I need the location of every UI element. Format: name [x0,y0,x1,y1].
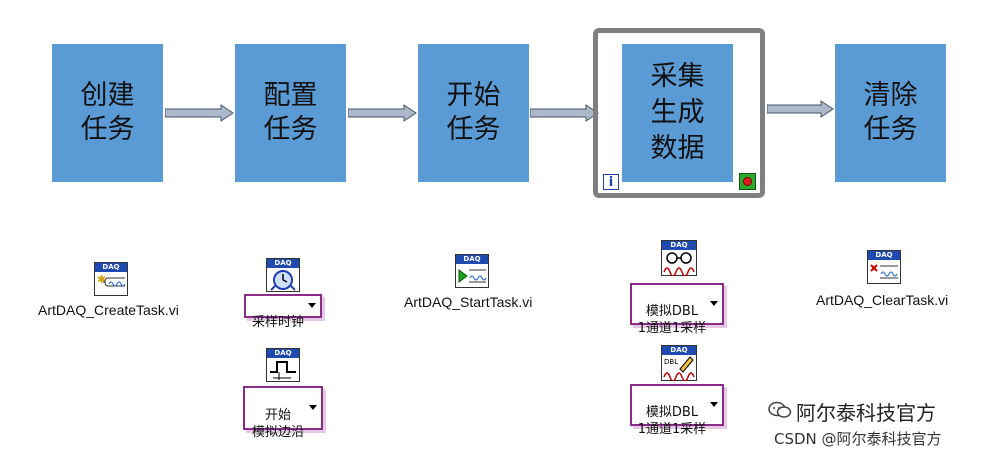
arrow-1 [165,104,234,122]
start-task-vi-label: ArtDAQ_StartTask.vi [404,294,533,310]
analog-write-vi-icon[interactable]: DAQ DBL [661,345,697,381]
clear-task-vi-icon[interactable]: DAQ [867,250,901,284]
analog-write-selector[interactable]: 模拟DBL 1通道1采样 [630,384,724,437]
loop-stop-condition-icon [739,173,756,190]
write-pencil-glyph: DBL [663,356,695,381]
while-loop-frame [593,28,765,198]
daq-header: DAQ [456,255,488,264]
dropdown-arrow-icon [710,402,718,407]
read-glasses-glyph [663,252,695,276]
daq-header: DAQ [662,346,696,355]
csdn-watermark: CSDN @阿尔泰科技官方 [774,430,942,448]
analog-read-selector-label: 模拟DBL 1通道1采样 [637,304,707,336]
clear-task-vi-label: ArtDAQ_ClearTask.vi [816,292,949,308]
start-trigger-vi-icon[interactable]: DAQ [266,348,300,382]
start-task-glyph [458,269,487,283]
svg-text:DBL: DBL [664,358,678,366]
wechat-watermark: 阿尔泰科技官方 [796,401,936,425]
sample-clock-selector-label: 采样时钟 [251,315,304,330]
svg-text:✱: ✱ [97,273,106,286]
daq-header: DAQ [662,241,696,250]
daq-header: DAQ [95,263,127,272]
step-configure-task: 配置 任务 [235,44,346,182]
step-acquire-generate-data: 采集 生成 数据 [622,44,733,182]
step-create-task: 创建 任务 [52,44,163,182]
arrow-2 [348,104,417,122]
daq-header: DAQ [868,251,900,260]
iteration-terminal: i [603,174,619,190]
create-task-vi-label: ArtDAQ_CreateTask.vi [38,302,179,318]
daq-header: DAQ [267,349,299,358]
start-trigger-selector[interactable]: 开始 模拟边沿 [243,386,323,440]
step-clear-task: 清除 任务 [835,44,946,182]
dropdown-arrow-icon [710,301,718,306]
wechat-icon [768,401,792,418]
dropdown-arrow-icon [308,303,316,308]
daq-header: DAQ [267,259,299,268]
create-task-glyph: ✱ [97,273,126,287]
create-task-vi-icon[interactable]: DAQ ✱ [94,262,128,296]
arrow-3 [530,104,599,122]
start-trigger-selector-label: 开始 模拟边沿 [251,408,304,440]
sample-clock-selector[interactable]: 采样时钟 [244,294,322,330]
analog-read-vi-icon[interactable]: DAQ [661,240,697,276]
step-start-task: 开始 任务 [418,44,529,182]
sample-clock-vi-icon[interactable]: DAQ [266,258,300,292]
arrow-4 [767,100,834,118]
analog-edge-trigger-glyph [270,361,296,380]
clear-task-glyph [870,264,898,279]
analog-read-selector[interactable]: 模拟DBL 1通道1采样 [630,283,724,336]
start-task-vi-icon[interactable]: DAQ [455,254,489,288]
clock-glyph [270,270,296,291]
dropdown-arrow-icon [309,405,317,410]
analog-write-selector-label: 模拟DBL 1通道1采样 [637,405,707,437]
